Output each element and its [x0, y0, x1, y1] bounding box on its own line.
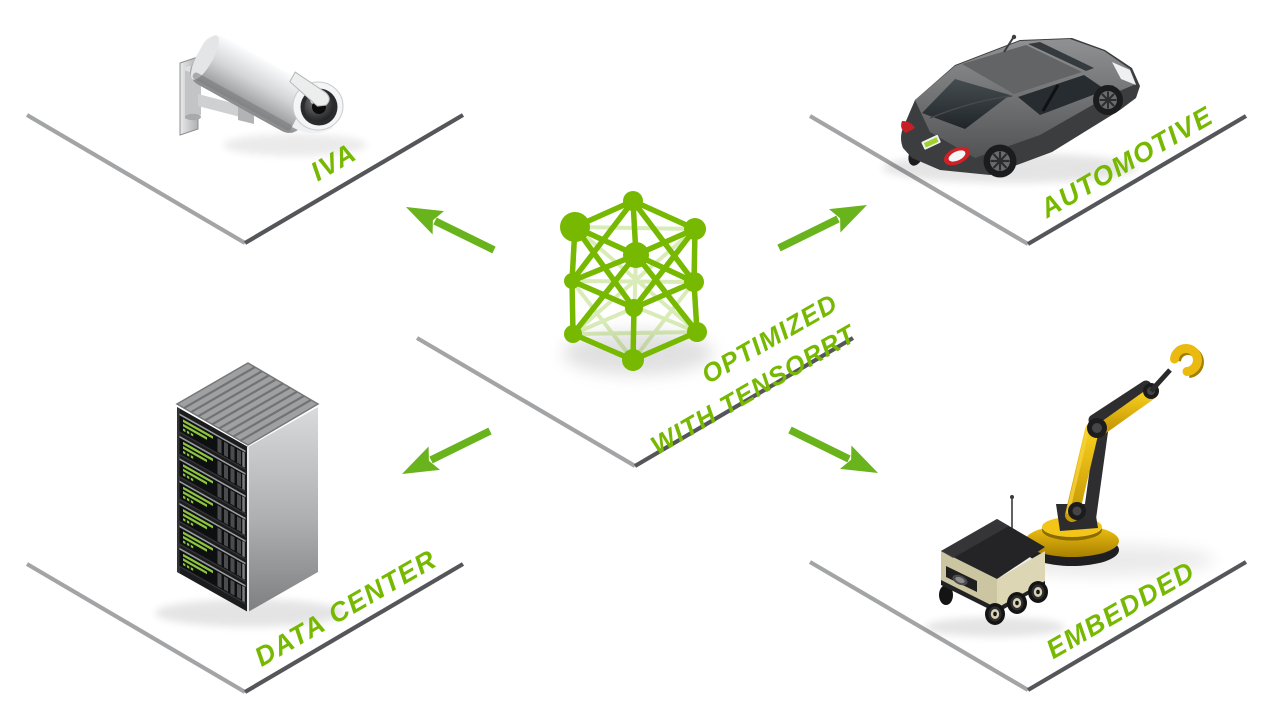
rover-sensor-lens [955, 576, 965, 584]
camera-shadow [223, 134, 367, 156]
car-windshield [1028, 42, 1094, 71]
rover-right-face [997, 551, 1045, 608]
car-rear-window [922, 79, 1010, 129]
robot-gripper [1170, 344, 1202, 376]
platform-top-left [27, 115, 463, 243]
camera-body [190, 35, 316, 133]
robot-elbow-joint [1092, 423, 1102, 433]
car-side-windows [1018, 75, 1106, 115]
rover-top-highlight [941, 519, 1009, 558]
arrow-down-right-icon [790, 430, 878, 473]
car-trunk-seam [929, 95, 1013, 119]
security-camera-icon [179, 35, 367, 156]
server-front-face [177, 407, 248, 613]
rover-shadow [925, 617, 1065, 637]
server-rack-icon [155, 362, 345, 627]
car-antenna [1003, 37, 1014, 53]
neural-network-icon [560, 191, 713, 375]
car-b-pillar [1041, 84, 1060, 112]
car-taillight-right [943, 146, 971, 166]
car-wheel-front-right [1093, 85, 1123, 115]
robot-wrist-rod [1149, 368, 1172, 393]
robot-upper-arm [1094, 387, 1158, 436]
network-nodes [560, 191, 707, 371]
server-shadow [155, 599, 345, 627]
arrow-up-right-icon [779, 205, 867, 248]
car-icon [882, 34, 1140, 183]
delivery-robot-icon [925, 495, 1065, 637]
arrow-down-left-icon [402, 431, 490, 474]
car-license-plate [921, 134, 941, 150]
network-front-edges [569, 198, 700, 363]
car-roof [962, 45, 1082, 94]
car-headlight [1112, 62, 1136, 85]
rover-wheel-left [939, 585, 953, 605]
camera-hood [289, 71, 330, 107]
rover-wheels-right [985, 581, 1048, 625]
arrow-up-left-icon [406, 207, 494, 250]
car-wheel-rear-right [983, 144, 1017, 178]
car-taillight-left [901, 121, 915, 133]
rover-top-face [941, 519, 1045, 579]
server-top-vents [183, 366, 312, 442]
server-right-face [248, 407, 318, 612]
robot-lower-arm [1065, 423, 1099, 522]
camera-arm [198, 94, 248, 119]
